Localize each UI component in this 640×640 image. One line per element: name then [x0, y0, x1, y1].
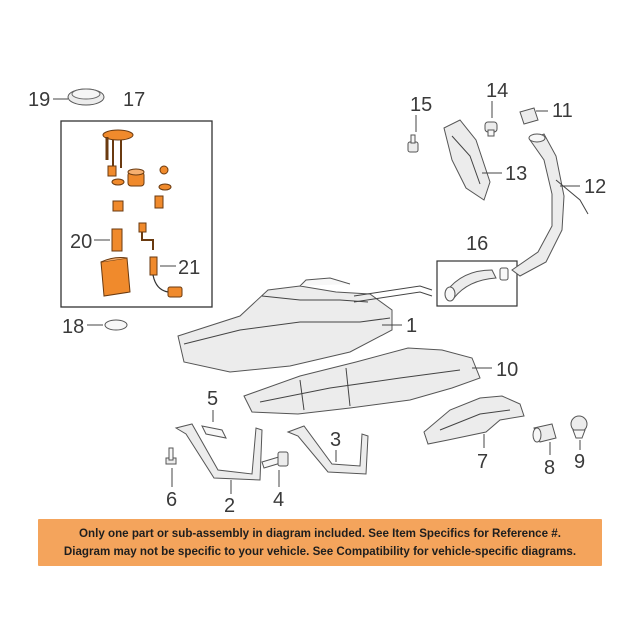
notice-line-2: Diagram may not be specific to your vehi… [63, 544, 577, 558]
part-3-tank-strap [286, 425, 369, 475]
part-1-fuel-tank [177, 277, 433, 373]
callout-9: 9 [574, 451, 585, 473]
callout-5: 5 [207, 388, 218, 410]
part-9-cap [570, 415, 588, 439]
part-12-filler-pipe [511, 133, 589, 277]
callout-13: 13 [505, 163, 527, 185]
callout-6: 6 [166, 489, 177, 511]
callout-1: 1 [406, 315, 417, 337]
callout-14: 14 [486, 80, 508, 102]
part-15-bolt [407, 134, 419, 153]
part-19-seal [67, 88, 105, 106]
callout-8: 8 [544, 457, 555, 479]
part-16-hose-box [436, 260, 518, 307]
callout-17: 17 [123, 89, 145, 111]
part-8-hose [532, 423, 557, 443]
part-14-clip [484, 121, 498, 137]
callout-2: 2 [224, 495, 235, 517]
callout-19: 19 [28, 89, 50, 111]
part-2-tank-strap [174, 423, 263, 481]
part-11-cap [519, 107, 539, 125]
callout-7: 7 [477, 451, 488, 473]
callout-21: 21 [178, 257, 200, 279]
notice-line-1: Only one part or sub-assembly in diagram… [79, 526, 561, 540]
part-17-pump-components [100, 129, 183, 298]
part-5-clip [201, 425, 227, 439]
compatibility-notice: Only one part or sub-assembly in diagram… [38, 519, 602, 566]
callout-11: 11 [552, 100, 573, 122]
callout-3: 3 [330, 429, 341, 451]
callout-4: 4 [273, 489, 284, 511]
callout-15: 15 [410, 94, 432, 116]
part-16-hose [444, 267, 509, 302]
part-13-housing [443, 119, 491, 201]
part-6-bolt [165, 447, 177, 465]
callout-16: 16 [466, 233, 488, 255]
part-7-bracket [423, 395, 525, 445]
part-4-bolt [261, 451, 289, 469]
callout-18: 18 [62, 316, 84, 338]
part-17-assembly-box [60, 120, 213, 308]
part-18-gasket [104, 319, 128, 331]
callout-20: 20 [70, 231, 92, 253]
part-10-tank-protector [243, 347, 481, 415]
callout-10: 10 [496, 359, 518, 381]
callout-12: 12 [584, 176, 606, 198]
